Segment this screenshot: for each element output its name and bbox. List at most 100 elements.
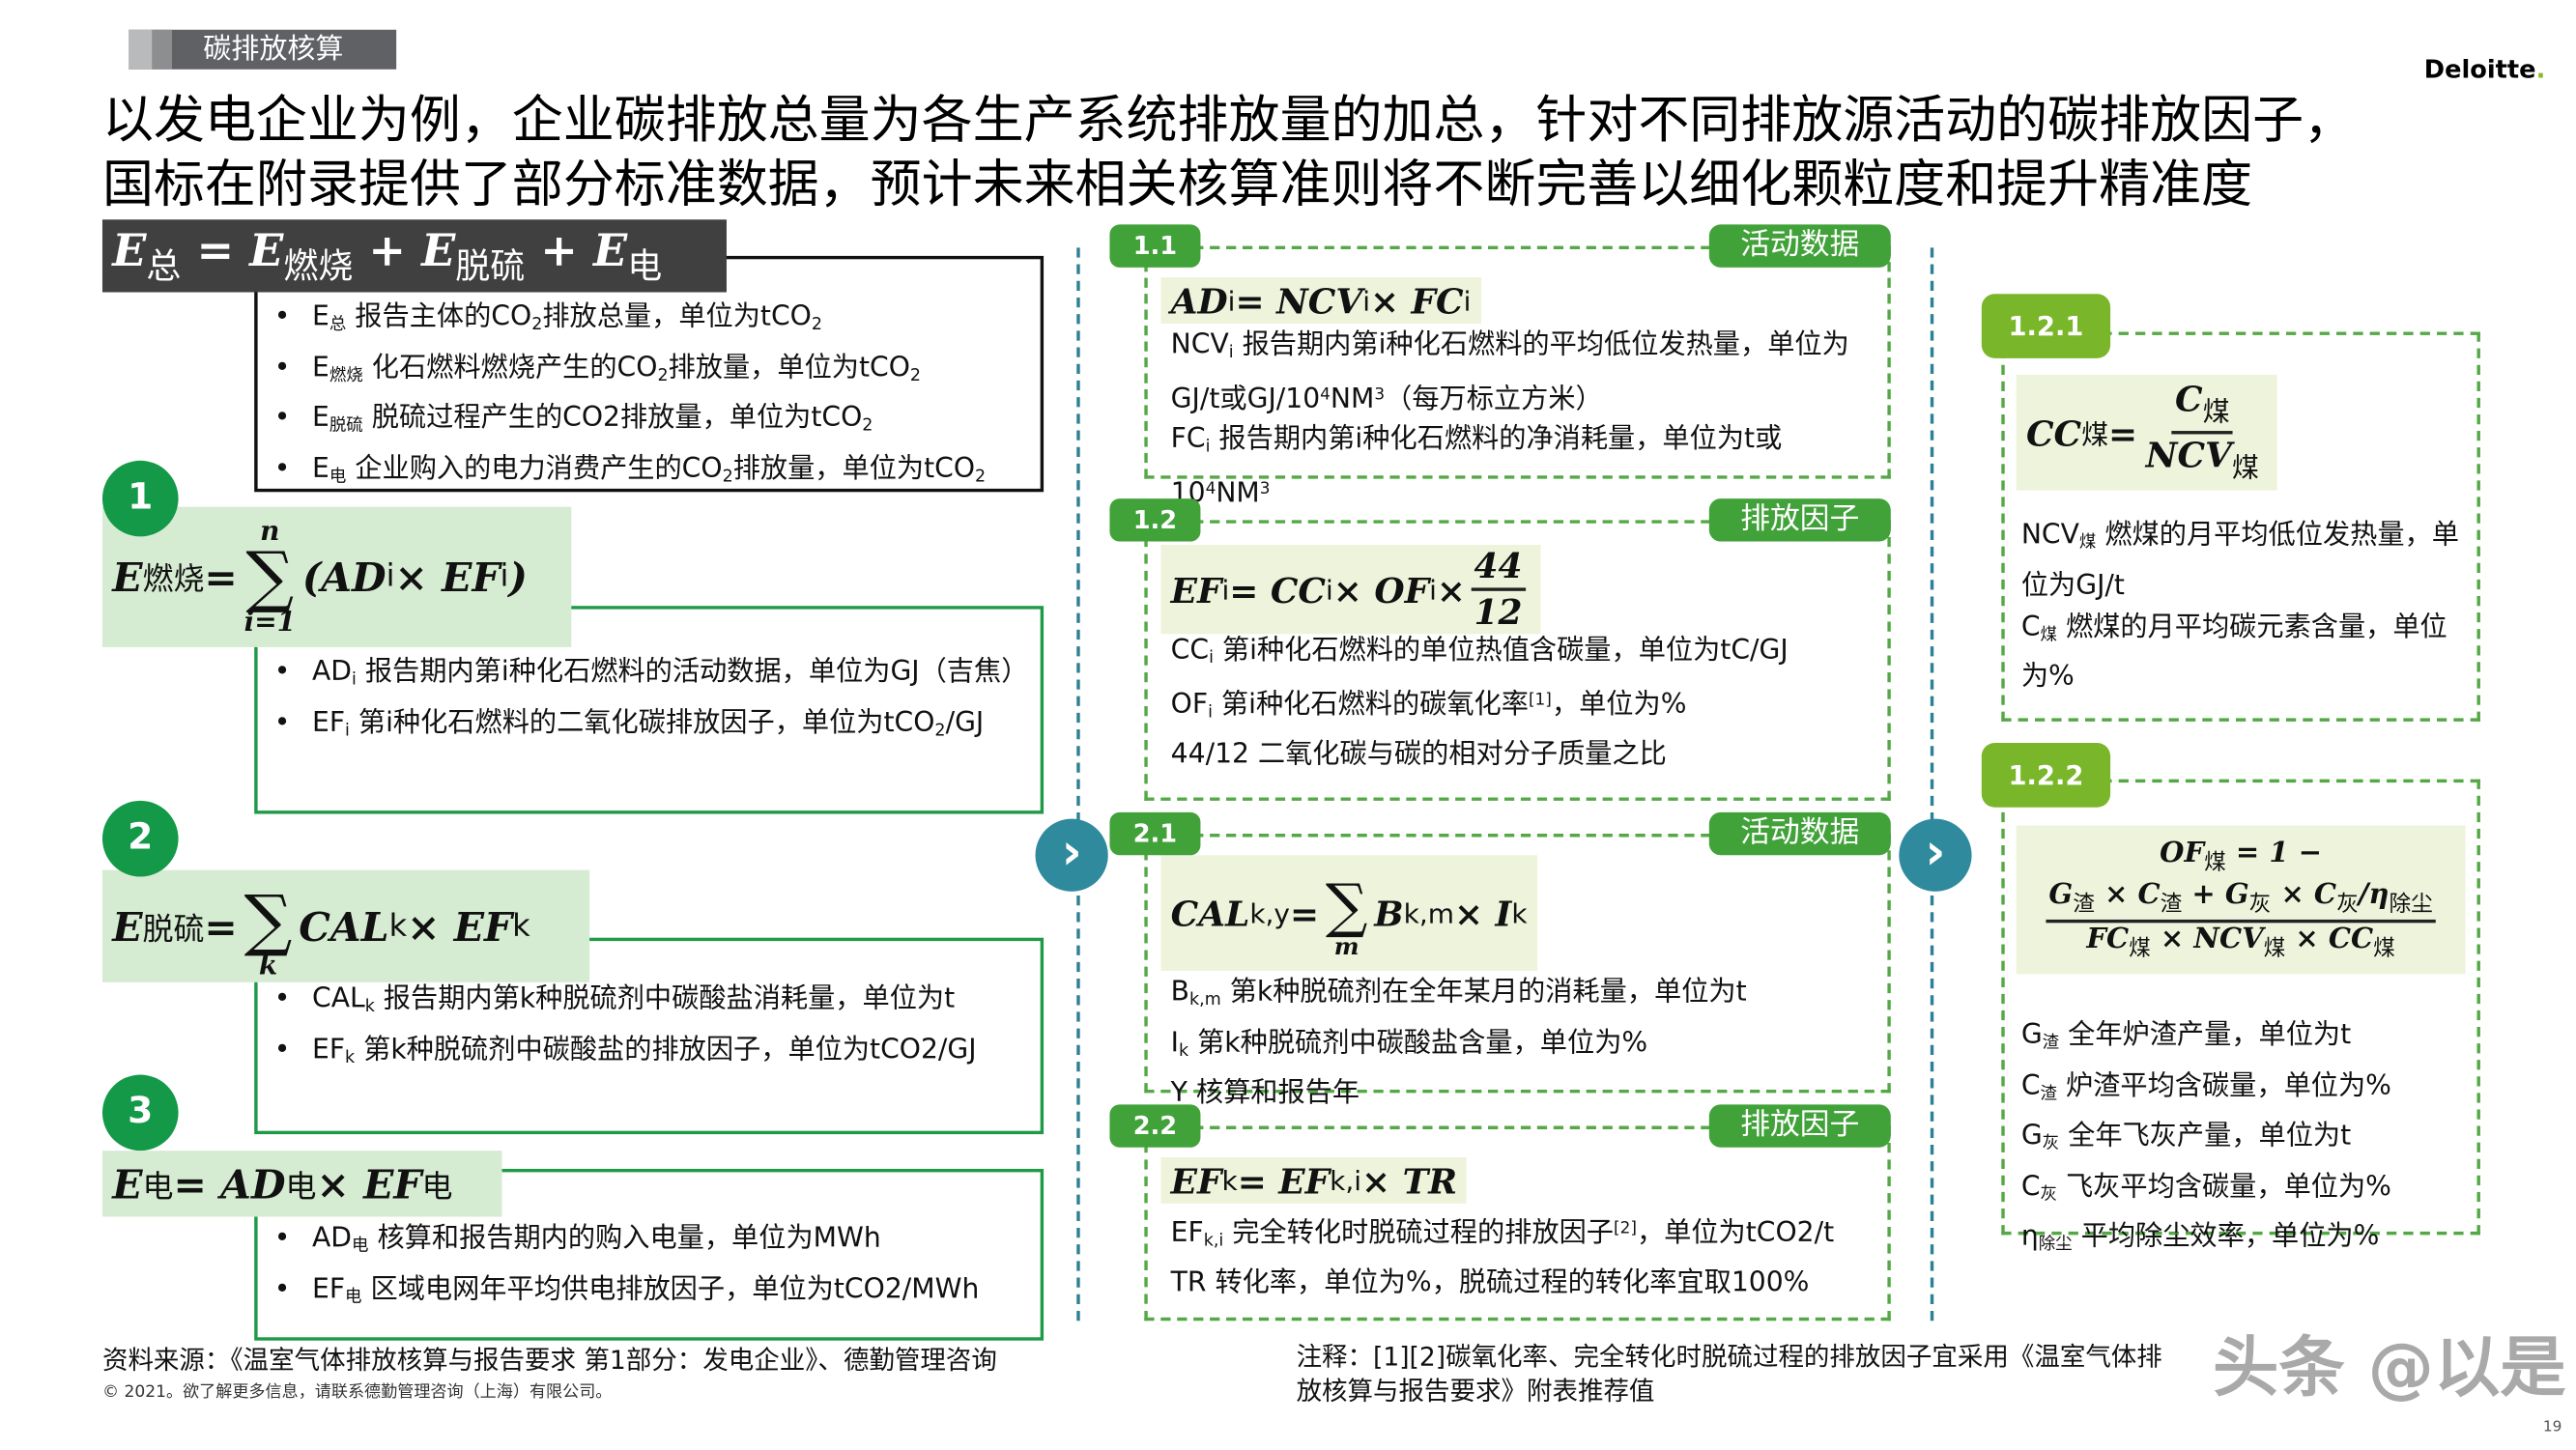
- def-ncv-i: NCVi 报告期内第i种化石燃料的平均低位发热量，单位为GJ/t或GJ/104N…: [1171, 324, 1865, 418]
- subscript: i: [1205, 439, 1211, 458]
- bullet-ef-electricity: EF电 区域电网年平均供电排放因子，单位为tCO2/MWh: [258, 1267, 1041, 1318]
- text-run: （每万标立方米）: [1385, 382, 1603, 414]
- text-run: × I: [1453, 892, 1512, 934]
- subscript: 电: [329, 467, 347, 486]
- subscript: i: [1463, 284, 1472, 317]
- sigma-icon: ∑: [243, 880, 293, 960]
- def-c-ash: C灰 飞灰平均含碳量，单位为%: [2021, 1165, 2476, 1215]
- bullet-e-total: E总 报告主体的CO2排放总量，单位为tCO2: [258, 296, 1041, 346]
- subscript: i: [1208, 703, 1213, 722]
- copyright: © 2021。欲了解更多信息，请联系德勤管理咨询（上海）有限公司。: [101, 1383, 613, 1402]
- text-run: 飞灰平均含碳量，单位为%: [2057, 1170, 2391, 1202]
- text-run: CAL: [299, 901, 389, 951]
- text-run: 燃煤的月平均碳元素含量，单位为%: [2020, 610, 2447, 693]
- subscript: i: [1221, 573, 1230, 606]
- section-2-definitions-box: CALk 报告期内第k种脱硫剂中碳酸盐消耗量，单位为t EFk 第k种脱硫剂中碳…: [254, 937, 1045, 1135]
- def-b-km: Bk,m 第k种脱硫剂在全年某月的消耗量，单位为t: [1171, 971, 1865, 1021]
- text-run: + E: [353, 226, 456, 278]
- subscript: 煤: [2204, 851, 2226, 877]
- section-3-definitions-box: AD电 核算和报告期内的购入电量，单位为MWh EF电 区域电网年平均供电排放因…: [254, 1168, 1045, 1341]
- subscript: i: [1228, 344, 1234, 363]
- section-1-number-badge: 1: [101, 460, 179, 537]
- watermark: 头条 @以是: [2213, 1330, 2566, 1407]
- text-run: = NCV: [1235, 279, 1363, 322]
- text-run: × CC: [2285, 923, 2374, 956]
- bullet-ad-i: ADi 报告期内第i种化石燃料的活动数据，单位为GJ（吉焦）: [258, 650, 1041, 700]
- text-run: E: [312, 351, 329, 383]
- text-run: NCV: [2145, 434, 2232, 476]
- subscript: k: [1511, 896, 1528, 929]
- card-2-1-text: Bk,m 第k种脱硫剂在全年某月的消耗量，单位为t Ik 第k种脱硫剂中碳酸盐含…: [1171, 971, 1865, 1113]
- text-run: G: [2020, 1119, 2043, 1151]
- subscript: 2: [909, 366, 922, 385]
- text-run: 排放量，单位为tCO: [668, 351, 910, 383]
- subscript: k,y: [1249, 896, 1290, 929]
- def-fc-i: FCi 报告期内第i种化石燃料的净消耗量，单位为t或104NM3: [1171, 418, 1865, 513]
- fraction-numerator: G渣 × C渣 + G灰 × C灰/η除尘: [2045, 878, 2437, 924]
- column-divider-right: [1930, 247, 1934, 1322]
- text-run: EF: [312, 1033, 346, 1065]
- text-run: E: [312, 451, 329, 484]
- bullet-e-combustion: E燃烧 化石燃料燃烧产生的CO2排放量，单位为tCO2: [258, 346, 1041, 396]
- text-run: 区域电网年平均供电排放因子，单位为tCO2/MWh: [361, 1271, 980, 1304]
- def-eta-dust: η除尘 平均除尘效率，单位为%: [2021, 1215, 2476, 1265]
- text-run: C: [2020, 1068, 2041, 1101]
- text-run: 第i种化石燃料的单位热值含碳量，单位为tC/GJ: [1213, 634, 1789, 666]
- subscript: k: [388, 908, 408, 944]
- bullet-ad-electricity: AD电 核算和报告期内的购入电量，单位为MWh: [258, 1217, 1041, 1267]
- card-1-1-type-tag: 活动数据: [1708, 224, 1891, 268]
- text-run: AD: [312, 1221, 353, 1254]
- summation-symbol: ∑m: [1326, 867, 1368, 960]
- text-run: 排放量，单位为tCO: [732, 451, 976, 484]
- subscript: 总: [329, 316, 347, 335]
- sum-lower-limit: k: [258, 949, 278, 981]
- fraction-denominator: 12: [1471, 591, 1526, 633]
- subscript: i: [352, 670, 357, 690]
- text-run: × C: [2094, 878, 2161, 912]
- text-run: × NCV: [2150, 923, 2264, 956]
- text-run: 完全转化时脱硫过程的排放因子: [1223, 1216, 1615, 1248]
- deloitte-logo: Deloitte.: [2424, 54, 2546, 84]
- subscript: 2: [722, 467, 733, 486]
- fraction-numerator: C煤: [2171, 380, 2233, 435]
- subscript: 煤: [2373, 936, 2395, 962]
- subscript: 电: [421, 1169, 453, 1205]
- text-run: 12: [1474, 590, 1523, 633]
- page-title: 以发电企业为例，企业碳排放总量为各生产系统排放量的加总，针对不同排放源活动的碳排…: [102, 89, 2530, 217]
- text-run: = CC: [1229, 568, 1327, 611]
- def-ncv-coal: NCV煤 燃煤的月平均低位发热量，单位为GJ/t: [2021, 513, 2476, 605]
- text-run: E: [112, 1159, 143, 1208]
- chevron-right-icon: ›: [1035, 818, 1108, 892]
- text-run: CC: [2025, 412, 2082, 454]
- subscript: k,m: [1403, 896, 1454, 929]
- def-c-slag: C渣 炉渣平均含碳量，单位为%: [2021, 1065, 2476, 1115]
- card-2-2-text: EFk,i 完全转化时脱硫过程的排放因子[2]，单位为tCO2/t TR 转化率…: [1171, 1208, 1891, 1303]
- text-run: CAL: [1170, 892, 1250, 934]
- text-run: 第k种脱硫剂中碳酸盐的排放因子，单位为tCO2/GJ: [355, 1033, 977, 1065]
- subscript: 除尘: [2038, 1236, 2073, 1255]
- text-run: = 1 −: [2225, 837, 2323, 871]
- subscript: 电: [345, 1288, 362, 1306]
- def-of-i: OFi 第i种化石燃料的碳氧化率[1]，单位为%: [1171, 679, 1832, 733]
- bullet-ef-i: EFi 第i种化石燃料的二氧化碳排放因子，单位为tCO2/GJ: [258, 701, 1041, 752]
- superscript: [1]: [1528, 691, 1552, 710]
- subscript: 灰: [2042, 1135, 2060, 1153]
- subscript: 煤: [2078, 533, 2097, 553]
- subscript: 2: [934, 721, 946, 740]
- text-run: TR 转化率，单位为%，脱硫过程的转化率宜取100%: [1170, 1266, 1810, 1299]
- subscript: k,i: [1203, 1232, 1224, 1251]
- text-run: AD: [1170, 279, 1228, 322]
- chevron-right-icon: ›: [1899, 818, 1972, 892]
- text-run: EF: [312, 705, 346, 738]
- text-run: B: [1374, 892, 1404, 934]
- text-run: E: [112, 553, 143, 602]
- text-run: /η: [2358, 878, 2390, 912]
- text-run: = EF: [1237, 1159, 1331, 1202]
